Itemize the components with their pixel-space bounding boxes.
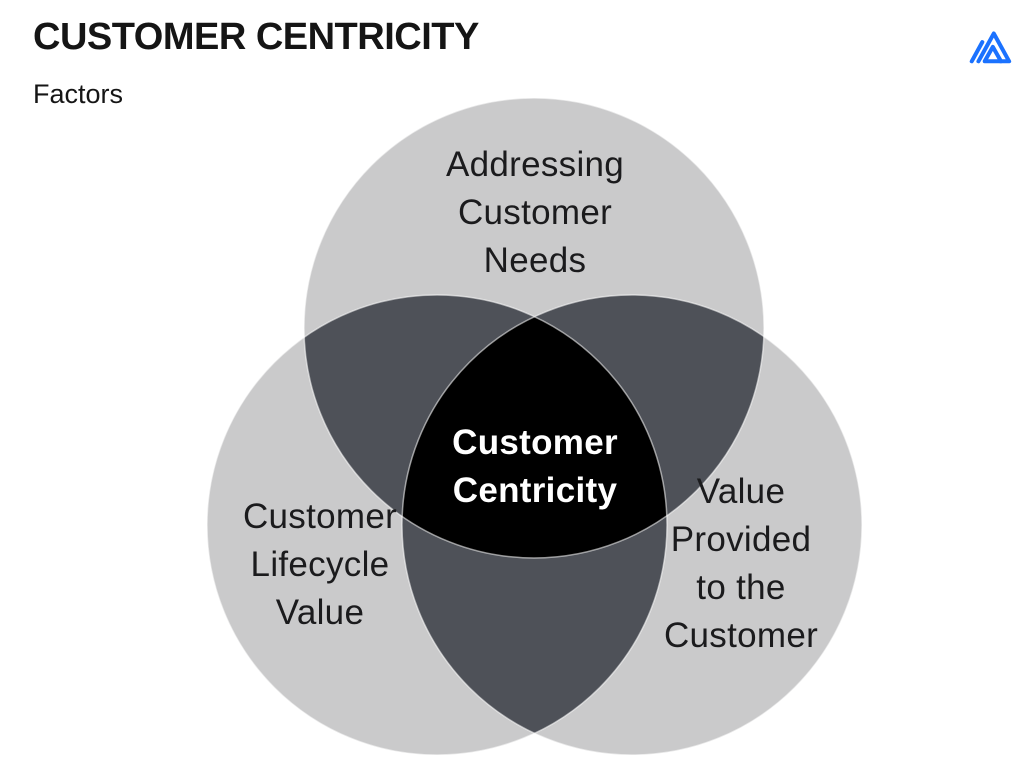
venn-label-line: Addressing xyxy=(445,145,625,184)
venn-label-line: Customer xyxy=(452,423,618,462)
venn-label-bottom-right: Value Provided to the Customer xyxy=(664,468,818,660)
venn-label-line: Centricity xyxy=(452,471,618,510)
venn-label-center: Customer Centricity xyxy=(452,419,618,515)
venn-overlap-center-group xyxy=(402,295,667,558)
venn-label-line: Provided xyxy=(670,520,812,559)
mountain-logo-strokes xyxy=(969,31,1012,64)
venn-label-line: Lifecycle xyxy=(250,545,390,584)
venn-label-line: Value xyxy=(696,472,786,511)
venn-label-line: to the xyxy=(696,568,786,607)
venn-label-line: Customer xyxy=(457,193,613,232)
mountain-logo-icon xyxy=(966,22,1012,68)
venn-label-top: Addressing Customer Needs xyxy=(446,141,624,285)
venn-overlap-center xyxy=(402,295,667,558)
venn-label-line: Customer xyxy=(663,616,819,655)
venn-label-line: Value xyxy=(275,593,365,632)
page-title: CUSTOMER CENTRICITY xyxy=(33,16,479,58)
page-subtitle: Factors xyxy=(33,79,124,109)
venn-label-line: Customer xyxy=(242,497,398,536)
venn-circle-outlines xyxy=(206,97,863,756)
venn-label-line: Needs xyxy=(483,241,587,280)
venn-label-bottom-left: Customer Lifecycle Value xyxy=(243,493,397,637)
